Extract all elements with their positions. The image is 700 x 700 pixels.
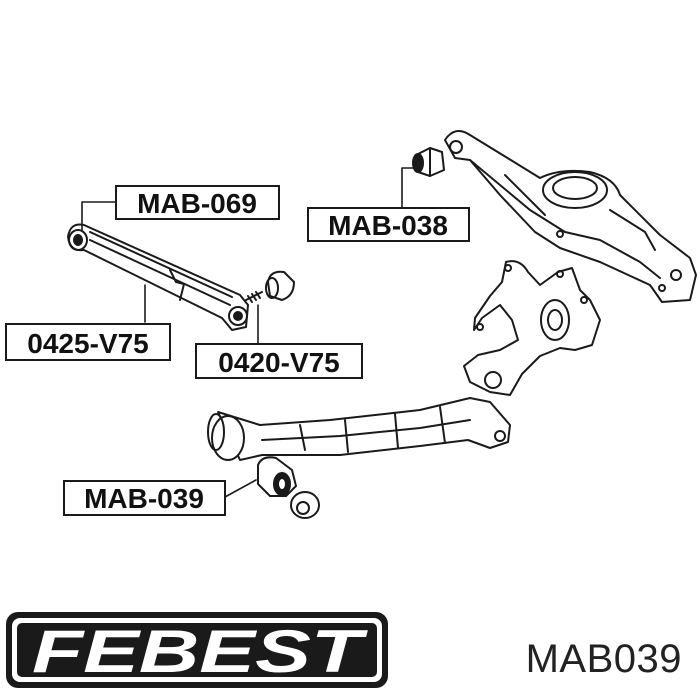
label-0420-v75-text: 0420-V75 xyxy=(218,347,339,378)
knuckle xyxy=(463,260,601,396)
label-mab-069-text: MAB-069 xyxy=(137,188,257,219)
label-mab-039: MAB-039 xyxy=(63,480,226,516)
label-0425-v75: 0425-V75 xyxy=(5,323,171,361)
label-0420-v75: 0420-V75 xyxy=(195,343,363,379)
lateral-arm xyxy=(67,223,249,331)
febest-logo-text: FEBEST xyxy=(32,618,368,685)
upper-control-arm xyxy=(444,130,697,303)
0420-v75-bushing xyxy=(245,270,295,303)
label-mab-069: MAB-069 xyxy=(115,185,280,220)
label-0425-v75-text: 0425-V75 xyxy=(27,328,148,359)
part-number-caption: MAB039 xyxy=(525,637,682,681)
label-mab-038-text: MAB-038 xyxy=(328,210,448,241)
febest-logo: FEBEST xyxy=(6,612,388,688)
lower-arm xyxy=(207,397,511,461)
mab-038-bushing xyxy=(412,147,445,177)
mab-039-bushing xyxy=(257,456,320,519)
label-mab-038: MAB-038 xyxy=(307,207,470,242)
label-mab-039-text: MAB-039 xyxy=(84,483,204,514)
